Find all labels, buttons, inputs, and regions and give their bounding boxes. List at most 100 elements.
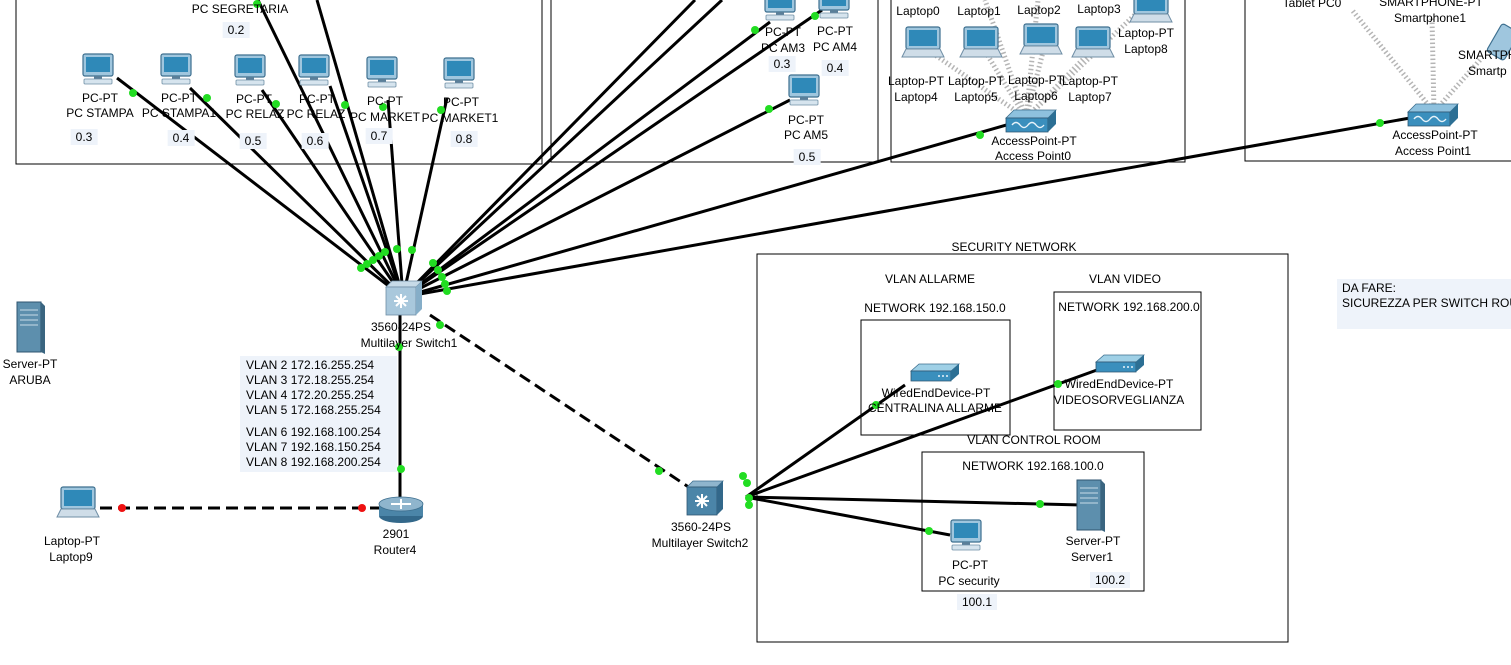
server-aruba-icon[interactable] xyxy=(16,301,46,355)
pc-relaz-icon[interactable] xyxy=(234,54,266,86)
vlan-note-line: VLAN 2 172.16.255.254 xyxy=(246,358,375,372)
router4-icon[interactable] xyxy=(378,496,424,524)
pc-market-name: PC MARKET xyxy=(349,110,421,124)
pc-relaz2-name: PC RELAZ xyxy=(286,107,346,121)
pc-stampa1-ip: 0.4 xyxy=(167,130,195,146)
smartphone-partial-type: SMARTPH xyxy=(1458,48,1511,62)
vlan-note-line: VLAN 6 192.168.100.254 xyxy=(246,425,381,439)
pc-relaz-name: PC RELAZ xyxy=(225,107,285,121)
laptop5-type: Laptop-PT xyxy=(947,74,1005,88)
server1-icon[interactable] xyxy=(1076,479,1106,533)
centralina-name: CENTRALINA ALLARME xyxy=(867,401,1003,415)
pc-am5-ip: 0.5 xyxy=(793,149,821,165)
laptop4-icon[interactable] xyxy=(901,26,945,58)
videosorveglianza-icon[interactable] xyxy=(1095,354,1145,373)
vlan-allarme-box xyxy=(860,319,1011,436)
pc-stampa-icon[interactable] xyxy=(82,53,114,85)
vlan-video-title: VLAN VIDEO xyxy=(1088,272,1162,286)
laptop7-type: Laptop-PT xyxy=(1061,74,1119,88)
pc-market-type: PC-PT xyxy=(367,94,403,108)
laptop0-name: Laptop0 xyxy=(896,4,940,18)
laptop8-name: Laptop8 xyxy=(1124,42,1168,56)
pc-stampa1-icon[interactable] xyxy=(160,53,192,85)
vlan-note-line: VLAN 3 172.18.255.254 xyxy=(246,373,375,387)
laptop7-name: Laptop7 xyxy=(1068,90,1112,104)
laptop1-name: Laptop1 xyxy=(957,4,1001,18)
tablet-pc0-name: Tablet PC0 xyxy=(1282,0,1342,10)
pc-am4-name: PC AM4 xyxy=(812,40,858,54)
pc-stampa-ip: 0.3 xyxy=(70,129,98,145)
pc-am3-name: PC AM3 xyxy=(760,41,806,55)
access-point0-icon[interactable] xyxy=(1005,109,1057,133)
links xyxy=(116,0,1411,537)
vlan-note-line: VLAN 5 172.168.255.254 xyxy=(246,403,381,417)
server1-type: Server-PT xyxy=(1065,534,1121,548)
laptop9-name: Laptop9 xyxy=(49,550,93,564)
switch2-icon[interactable] xyxy=(686,480,724,516)
router4-type: 2901 xyxy=(382,527,410,541)
laptop7-icon[interactable] xyxy=(1071,26,1115,58)
area-box-left xyxy=(15,0,543,165)
pc-am3-type: PC-PT xyxy=(765,25,801,39)
area-box-laptops xyxy=(890,0,1186,163)
todo-note-text: SICUREZZA PER SWITCH ROU xyxy=(1342,296,1511,310)
pc-security-type: PC-PT xyxy=(952,558,988,572)
pc-segretaria-name: PC SEGRETARIA xyxy=(191,2,289,16)
pc-market1-icon[interactable] xyxy=(443,57,475,89)
vlan-notes-box: VLAN 2 172.16.255.254 VLAN 3 172.18.255.… xyxy=(240,356,397,472)
access-point1-name: Access Point1 xyxy=(1394,144,1472,158)
access-point1-type: AccessPoint-PT xyxy=(1392,128,1478,142)
laptop2-name: Laptop2 xyxy=(1017,3,1061,17)
switch1-name: Multilayer Switch1 xyxy=(360,336,458,350)
videosorveglianza-name: VIDEOSORVEGLIANZA xyxy=(1053,393,1185,407)
area-box-wireless xyxy=(1244,0,1511,162)
smartphone1-name: Smartphone1 xyxy=(1393,11,1467,25)
area-box-middle xyxy=(550,0,879,163)
server1-name: Server1 xyxy=(1070,550,1114,564)
security-network-box xyxy=(756,253,1289,643)
vlan-control-room-box xyxy=(921,451,1145,592)
laptop5-icon[interactable] xyxy=(959,26,1003,58)
centralina-icon[interactable] xyxy=(910,363,960,382)
switch2-name: Multilayer Switch2 xyxy=(651,536,749,550)
pc-market1-ip: 0.8 xyxy=(450,131,478,147)
access-point0-name: Access Point0 xyxy=(994,149,1072,163)
laptop9-type: Laptop-PT xyxy=(43,534,101,548)
pc-security-ip: 100.1 xyxy=(956,594,998,610)
switch1-type: 3560-24PS xyxy=(370,320,432,334)
port-down-dots xyxy=(118,504,366,512)
access-point1-icon[interactable] xyxy=(1407,103,1459,127)
vlan-video-box xyxy=(1053,291,1202,431)
dashed-link-switch1-switch2 xyxy=(429,313,691,490)
pc-am3-icon[interactable] xyxy=(764,0,796,21)
pc-security-icon[interactable] xyxy=(950,519,982,551)
vlan-allarme-title: VLAN ALLARME xyxy=(884,272,976,286)
vlan-note-line: VLAN 4 172.20.255.254 xyxy=(246,388,375,402)
switch1-icon[interactable] xyxy=(385,280,423,316)
server1-ip: 100.2 xyxy=(1089,572,1131,588)
pc-am4-ip: 0.4 xyxy=(821,60,849,76)
laptop6-name: Laptop6 xyxy=(1014,89,1058,103)
laptop6-icon[interactable] xyxy=(1019,23,1063,55)
pc-market-icon[interactable] xyxy=(366,56,398,88)
server-aruba-type: Server-PT xyxy=(2,357,58,371)
pc-stampa1-type: PC-PT xyxy=(161,91,197,105)
pc-relaz2-icon[interactable] xyxy=(298,54,330,86)
laptop9-icon[interactable] xyxy=(56,486,100,518)
pc-am5-icon[interactable] xyxy=(788,74,820,106)
videosorveglianza-type: WiredEndDevice-PT xyxy=(1064,377,1174,391)
pc-relaz2-type: PC-PT xyxy=(299,92,335,106)
pc-am3-ip: 0.3 xyxy=(768,56,796,72)
centralina-type: WiredEndDevice-PT xyxy=(881,386,991,400)
vlan-allarme-network: NETWORK 192.168.150.0 xyxy=(864,301,1006,315)
pc-relaz2-ip: 0.6 xyxy=(301,133,329,149)
laptop8-icon[interactable] xyxy=(1129,0,1173,23)
laptop3-name: Laptop3 xyxy=(1077,2,1121,16)
pc-security-name: PC security xyxy=(938,574,1000,588)
vlan-note-line: VLAN 7 192.168.150.254 xyxy=(246,440,381,454)
pc-am4-icon[interactable] xyxy=(818,0,850,19)
pc-am4-type: PC-PT xyxy=(817,24,853,38)
pc-market-ip: 0.7 xyxy=(365,128,393,144)
pc-stampa-type: PC-PT xyxy=(82,91,118,105)
vlan-note-line: VLAN 8 192.168.200.254 xyxy=(246,455,381,469)
